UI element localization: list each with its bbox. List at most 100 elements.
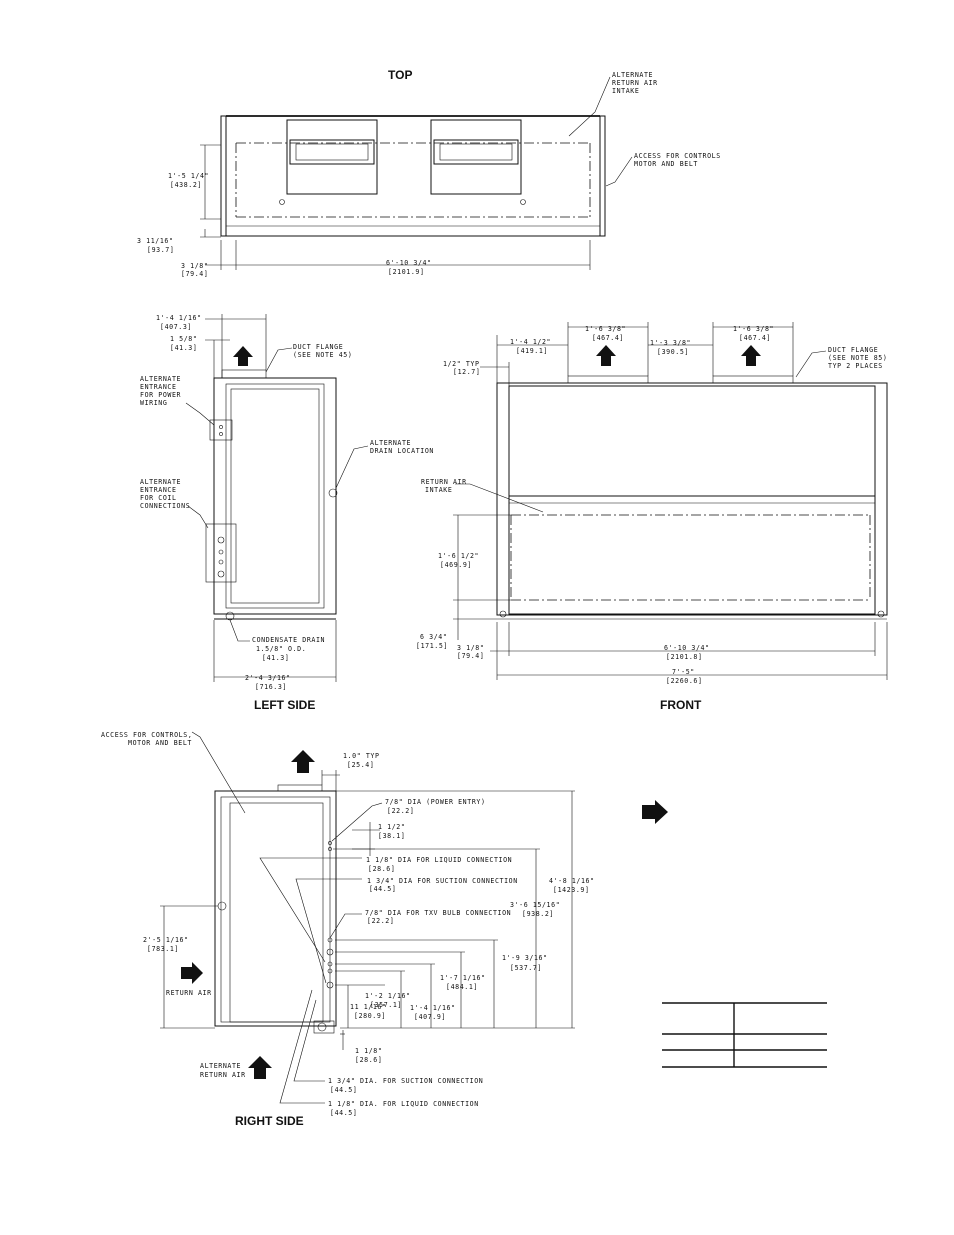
right-2-5-dim-2: [783.1] bbox=[147, 945, 179, 953]
front-6-3-4-dim-2: [171.5] bbox=[416, 642, 448, 650]
front-view-title: FRONT bbox=[660, 698, 702, 712]
right-return-air-arrow bbox=[181, 962, 203, 984]
top-width-dim-2: [2101.9] bbox=[388, 268, 425, 276]
front-airflow-up-arrow-1 bbox=[596, 345, 616, 366]
top-3-11-16-dim-2: [93.7] bbox=[147, 246, 174, 254]
left-depth-dim-2: [716.3] bbox=[255, 683, 287, 691]
top-height-dim-1: 1'-5 1/4" bbox=[168, 172, 209, 180]
left-duct-flange-1: DUCT FLANGE bbox=[293, 343, 343, 351]
top-height-dim-2: [438.2] bbox=[170, 181, 202, 189]
left-coil-conn-1: ALTERNATE bbox=[140, 478, 181, 486]
left-power-wiring-2: ENTRANCE bbox=[140, 383, 177, 391]
front-duct-flange-2: (SEE NOTE 85) bbox=[828, 354, 887, 362]
right-liquid-bottom-2: [44.5] bbox=[330, 1109, 357, 1117]
top-width-dim-1: 6'-10 3/4" bbox=[386, 259, 432, 267]
right-liquid-conn-2: [28.6] bbox=[368, 865, 395, 873]
left-depth-dim-1: 2'-4 3/16" bbox=[245, 674, 291, 682]
front-overall-dim-1: 7'-5" bbox=[672, 668, 695, 676]
right-suction-conn-2: [44.5] bbox=[369, 885, 396, 893]
legend-table bbox=[662, 1002, 827, 1068]
right-1-0-typ-1: 1.0" TYP bbox=[343, 752, 380, 760]
left-condensate-1: CONDENSATE DRAIN bbox=[252, 636, 325, 644]
right-txv-conn-1: 7/8" DIA FOR TXV BULB CONNECTION bbox=[365, 909, 511, 917]
front-airflow-up-arrow-2 bbox=[741, 345, 761, 366]
right-airflow-up-arrow bbox=[291, 750, 315, 773]
right-alt-return-2: RETURN AIR bbox=[200, 1071, 246, 1079]
front-outlet2-dim-2: [467.4] bbox=[739, 334, 771, 342]
right-total-dim-2: [1423.9] bbox=[553, 886, 590, 894]
front-between-dim-1: 1'-3 3/8" bbox=[650, 339, 691, 347]
right-1-7-dim-1: 1'-7 1/16" bbox=[440, 974, 486, 982]
front-outlet1-dim-2: [467.4] bbox=[592, 334, 624, 342]
legend-area bbox=[642, 800, 827, 1068]
right-access-label-2: MOTOR AND BELT bbox=[128, 739, 192, 747]
front-1-4-1-2-dim-2: [419.1] bbox=[516, 347, 548, 355]
left-airflow-up-arrow bbox=[233, 346, 253, 366]
front-overall-dim-2: [2260.6] bbox=[666, 677, 703, 685]
top-3-11-16-dim-1: 3 11/16" bbox=[137, 237, 174, 245]
left-condensate-2: 1.5/8" O.D. bbox=[256, 645, 306, 653]
top-access-label-1: ACCESS FOR CONTROLS bbox=[634, 152, 721, 160]
right-suction-conn-1: 1 3/4" DIA FOR SUCTION CONNECTION bbox=[367, 877, 518, 885]
left-side-view: 1'-4 1/16" [407.3] 1 5/8" [41.3] DUCT FL… bbox=[140, 314, 434, 712]
top-access-label-2: MOTOR AND BELT bbox=[634, 160, 698, 168]
left-flange-dim-2: [407.3] bbox=[160, 323, 192, 331]
right-1-4-dim-1: 1'-4 1/16" bbox=[410, 1004, 456, 1012]
right-2-5-dim-1: 2'-5 1/16" bbox=[143, 936, 189, 944]
left-coil-conn-2: ENTRANCE bbox=[140, 486, 177, 494]
left-alt-drain-1: ALTERNATE bbox=[370, 439, 411, 447]
left-power-wiring-1: ALTERNATE bbox=[140, 375, 181, 383]
right-1-1-8-dim-2: [28.6] bbox=[355, 1056, 382, 1064]
front-half-typ-2: [12.7] bbox=[453, 368, 480, 376]
right-access-label-1: ACCESS FOR CONTROLS, bbox=[101, 731, 192, 739]
left-power-wiring-4: WIRING bbox=[140, 399, 167, 407]
right-unit-body bbox=[214, 790, 337, 1027]
front-between-dim-2: [390.5] bbox=[657, 348, 689, 356]
right-power-entry-1: 7/8" DIA (POWER ENTRY) bbox=[385, 798, 486, 806]
right-1-9-dim-1: 1'-9 3/16" bbox=[502, 954, 548, 962]
right-1-0-typ-2: [25.4] bbox=[347, 761, 374, 769]
left-flange-dim-1: 1'-4 1/16" bbox=[156, 314, 202, 322]
top-unit-body bbox=[220, 115, 606, 237]
front-return-intake-2: INTAKE bbox=[425, 486, 452, 494]
left-unit-body bbox=[213, 377, 337, 615]
top-alt-return-label-3: INTAKE bbox=[612, 87, 639, 95]
left-alt-drain-2: DRAIN LOCATION bbox=[370, 447, 434, 455]
left-coil-conn-4: CONNECTIONS bbox=[140, 502, 190, 510]
right-liquid-conn-1: 1 1/8" DIA FOR LIQUID CONNECTION bbox=[366, 856, 512, 864]
right-1-4-dim-2: [407.9] bbox=[414, 1013, 446, 1021]
front-1-6-1-2-dim-1: 1'-6 1/2" bbox=[438, 552, 479, 560]
front-unit-body bbox=[496, 382, 888, 616]
front-duct-flange-1: DUCT FLANGE bbox=[828, 346, 878, 354]
left-1-5-8-dim-2: [41.3] bbox=[170, 344, 197, 352]
top-outlet-left bbox=[286, 119, 378, 195]
left-condensate-3: [41.3] bbox=[262, 654, 289, 662]
right-1-7-dim-2: [484.1] bbox=[446, 983, 478, 991]
front-duct-flange-3: TYP 2 PLACES bbox=[828, 362, 883, 370]
front-outlet1-dim-1: 1'-6 3/8" bbox=[585, 325, 626, 333]
front-return-intake-1: RETURN AIR bbox=[421, 478, 467, 486]
right-1-2-dim-2: [357.1] bbox=[370, 1001, 402, 1009]
top-view: TOP ALTERNATE RETURN AIR INTAKE ACCESS F… bbox=[137, 68, 721, 278]
front-inner-dim-1: 6'-10 3/4" bbox=[664, 644, 710, 652]
top-view-title: TOP bbox=[388, 68, 412, 82]
top-alt-return-label-2: RETURN AIR bbox=[612, 79, 658, 87]
top-3-1-8-dim-1: 3 1/8" bbox=[181, 262, 208, 270]
front-view: 1'-4 1/2" [419.1] 1'-6 3/8" [467.4] 1'-3… bbox=[416, 322, 888, 712]
right-alt-return-arrow bbox=[248, 1056, 272, 1079]
right-total-dim-1: 4'-8 1/16" bbox=[549, 877, 595, 885]
front-6-3-4-dim-1: 6 3/4" bbox=[420, 633, 447, 641]
left-power-wiring-3: FOR POWER bbox=[140, 391, 181, 399]
right-1-2-dim-1: 1'-2 1/16" bbox=[365, 992, 411, 1000]
legend-airflow-arrow bbox=[642, 800, 668, 824]
right-side-view-title: RIGHT SIDE bbox=[235, 1114, 304, 1128]
right-1-1-2-dim-1: 1 1/2" bbox=[378, 823, 405, 831]
front-half-typ-1: 1/2" TYP bbox=[443, 360, 480, 368]
front-3-1-8-dim-1: 3 1/8" bbox=[457, 644, 484, 652]
front-3-1-8-dim-2: [79.4] bbox=[457, 652, 484, 660]
right-11-dim-2: [280.9] bbox=[354, 1012, 386, 1020]
right-txv-conn-2: [22.2] bbox=[367, 917, 394, 925]
right-11-dim-1: 11 1/16" bbox=[350, 1003, 387, 1011]
top-outlet-right bbox=[430, 119, 522, 195]
